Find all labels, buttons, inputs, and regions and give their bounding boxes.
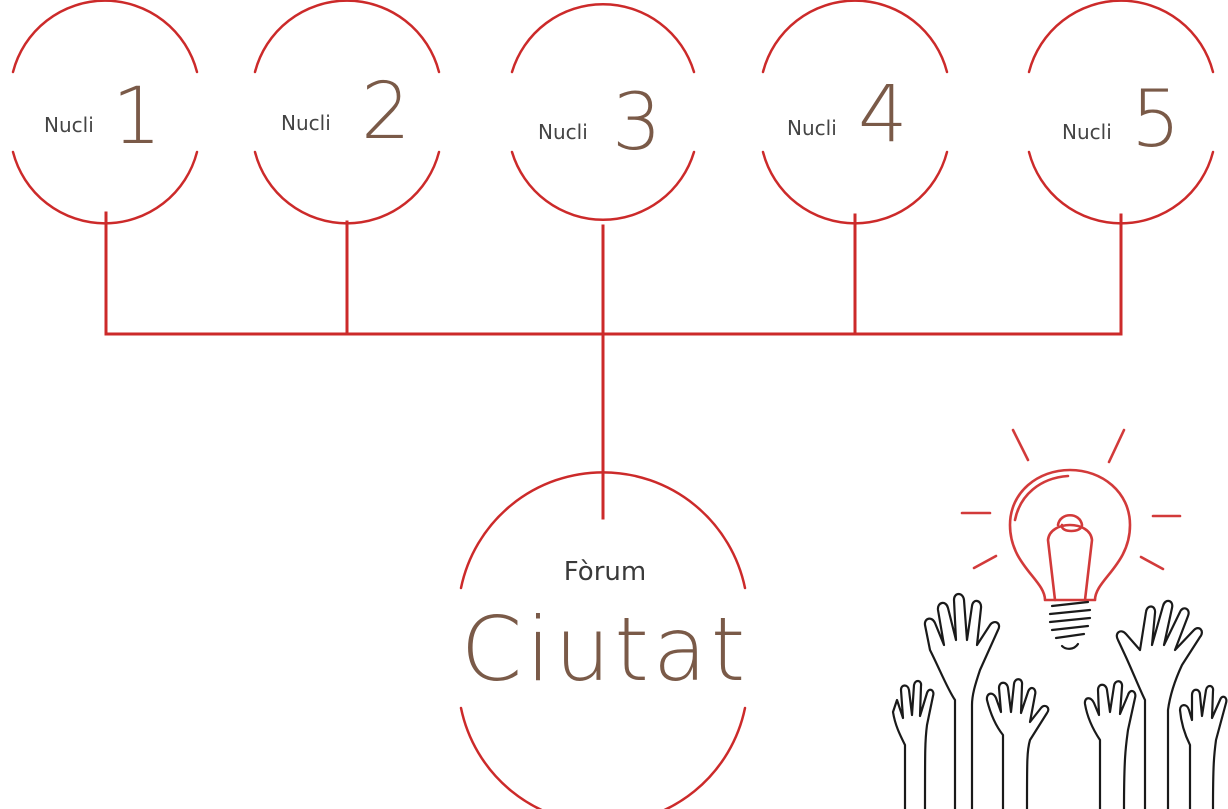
lightbulb-base (1048, 600, 1092, 650)
node-5-number: 5 (1131, 75, 1181, 165)
node-4-top-arc (761, 0, 949, 74)
lightbulb-rays (960, 428, 1182, 571)
lightbulb-glass (1008, 468, 1132, 602)
forum-big-label: Ciutat (461, 598, 750, 701)
node-2-prefix: Nucli (281, 111, 331, 135)
node-5: Nucli 5 (1027, 0, 1215, 225)
node-4: Nucli 4 (761, 0, 949, 225)
lightbulb-filament (1046, 523, 1094, 602)
node-3-top-arc (510, 3, 696, 74)
raised-hand-left-large (923, 592, 1001, 809)
node-5-bottom-arc (1027, 150, 1215, 225)
node-4-bottom-arc (761, 150, 949, 225)
connector-tree (104, 211, 1123, 520)
node-1-top-arc (11, 0, 199, 74)
node-1-number: 1 (112, 72, 162, 162)
node-3-bottom-arc (510, 150, 696, 221)
node-3-prefix: Nucli (538, 120, 588, 144)
node-4-number: 4 (858, 70, 908, 160)
node-3-number: 3 (612, 78, 662, 168)
raised-hand-right-large (1115, 599, 1203, 809)
node-5-prefix: Nucli (1062, 120, 1112, 144)
node-5-top-arc (1027, 0, 1215, 74)
node-2-bottom-arc (253, 150, 441, 225)
forum-bottom-arc (459, 706, 747, 809)
node-4-prefix: Nucli (787, 116, 837, 140)
node-1-prefix: Nucli (44, 113, 94, 137)
node-1: Nucli 1 (11, 0, 199, 225)
forum-node: Fòrum Ciutat (459, 471, 750, 809)
raised-hand-right-small (1178, 684, 1228, 809)
node-2: Nucli 2 (253, 0, 441, 225)
forum-top-arc (459, 471, 747, 590)
lightbulb-with-raised-hands-icon (891, 428, 1228, 809)
node-2-top-arc (253, 0, 441, 74)
node-3: Nucli 3 (510, 3, 696, 221)
raised-hand-center-right (1083, 680, 1137, 809)
node-2-number: 2 (361, 67, 411, 157)
raised-hand-center-left (985, 678, 1050, 809)
raised-hand-left-small (891, 679, 935, 809)
forum-small-label: Fòrum (564, 557, 646, 587)
